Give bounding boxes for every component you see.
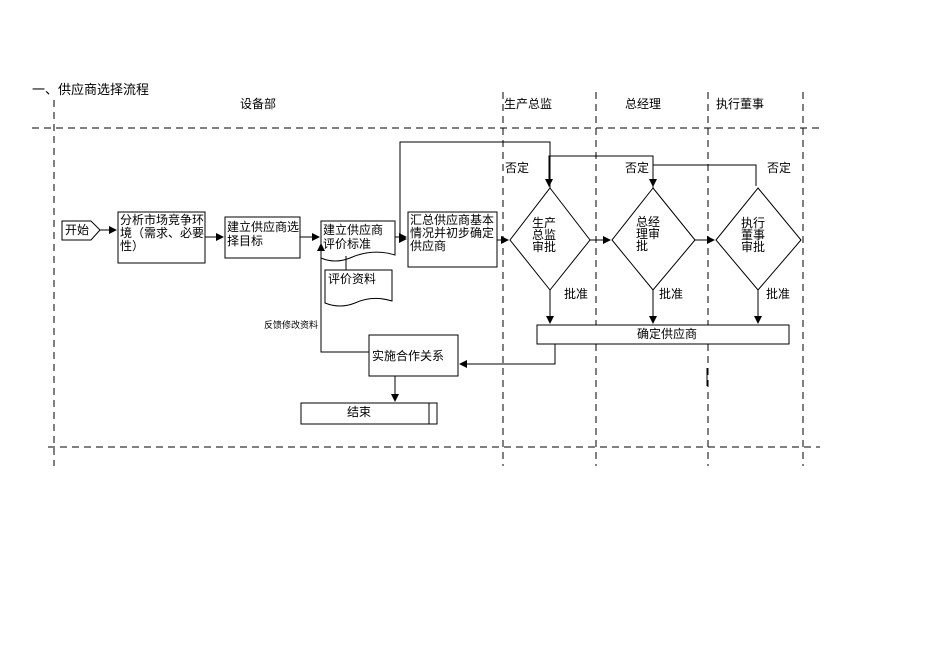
implement-label: 实施合作关系 bbox=[372, 349, 445, 363]
approve-label-gm: 批准 bbox=[659, 287, 684, 301]
edge-feedback bbox=[317, 243, 369, 353]
end-box bbox=[300, 402, 438, 425]
start-node bbox=[61, 220, 101, 241]
edge-reject-prod bbox=[399, 141, 551, 243]
edge-reject-exec bbox=[649, 164, 757, 187]
swimlane-grid bbox=[32, 92, 820, 466]
page-title: 一、供应商选择流程 bbox=[32, 83, 150, 98]
gm-review-label: 总经 理审 批 bbox=[636, 215, 661, 253]
target-box bbox=[224, 216, 301, 259]
analyze-label: 分析市场竞争环境（需求、必要性） bbox=[120, 213, 205, 253]
end-label: 结束 bbox=[347, 405, 372, 419]
lane-label-exec: 执行董事 bbox=[716, 97, 765, 111]
prod-review-label: 生产 总监 审批 bbox=[532, 216, 557, 254]
node-shapes bbox=[61, 187, 802, 425]
reject-label-gm: 否定 bbox=[625, 161, 650, 175]
approve-label-exec: 批准 bbox=[766, 287, 791, 301]
lane-label-equipment: 设备部 bbox=[240, 97, 277, 111]
lane-label-gm: 总经理 bbox=[625, 97, 662, 111]
reject-label-prod: 否定 bbox=[505, 161, 530, 175]
eval-docs-label: 评价资料 bbox=[328, 272, 377, 286]
start-label: 开始 bbox=[65, 223, 90, 237]
summary-label: 汇总供应商基本情况并初步确定供应商 bbox=[410, 213, 495, 253]
exec-review-label: 执行 董事 审批 bbox=[741, 216, 766, 254]
criteria-label: 建立供应商评价标准 bbox=[323, 223, 384, 251]
connectors bbox=[100, 141, 762, 402]
feedback-label: 反馈修改资料 bbox=[264, 321, 319, 331]
target-label: 建立供应商选择目标 bbox=[227, 220, 300, 248]
eval-docs-document bbox=[324, 269, 393, 307]
criteria-document bbox=[320, 220, 396, 262]
reject-label-exec: 否定 bbox=[767, 161, 792, 175]
summary-box bbox=[407, 211, 498, 268]
implement-box bbox=[368, 334, 459, 377]
confirm-label: 确定供应商 bbox=[637, 327, 698, 341]
edge-confirm-implement bbox=[459, 344, 556, 368]
lane-label-production: 生产总监 bbox=[504, 97, 553, 111]
approve-label-prod: 批准 bbox=[564, 287, 589, 301]
confirm-box bbox=[536, 324, 790, 345]
